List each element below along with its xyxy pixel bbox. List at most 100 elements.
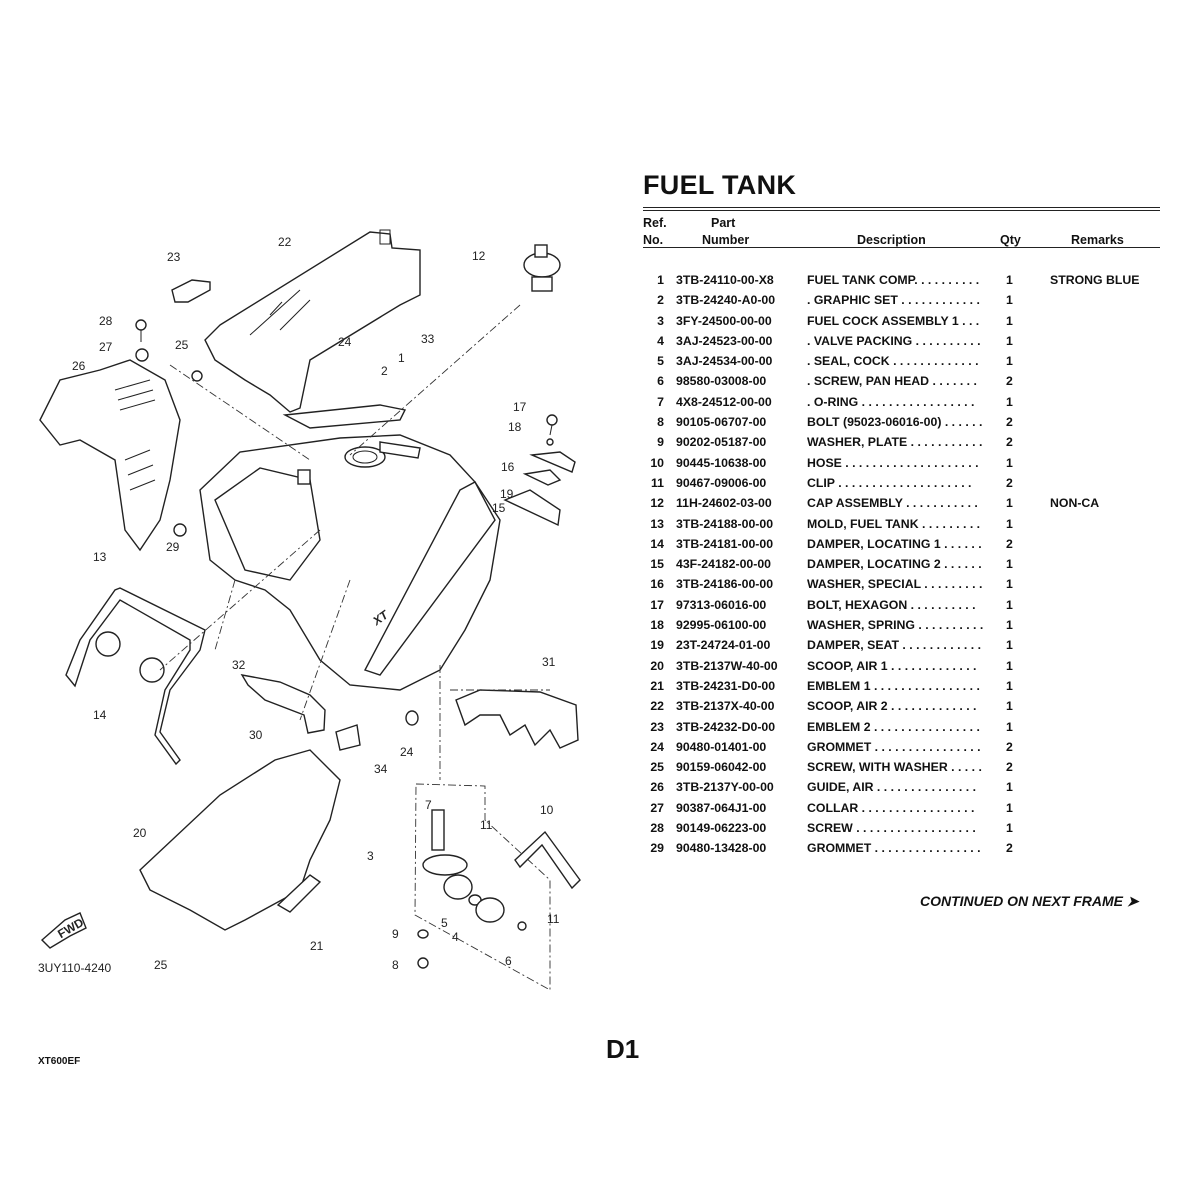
part-number-cell: 92995-06100-00: [676, 618, 767, 633]
qty-cell: 2: [1006, 760, 1013, 775]
emblem-2-part: [171, 279, 211, 303]
svg-text:30: 30: [249, 728, 263, 742]
qty-cell: 1: [1006, 780, 1013, 795]
part-number-cell: 90159-06042-00: [676, 760, 767, 775]
tank-mold-part: [65, 587, 206, 766]
hose-part: [514, 830, 581, 890]
part-number-cell: 3TB-24232-D0-00: [676, 719, 776, 734]
qty-cell: 1: [1006, 354, 1013, 369]
emblem-1-part: [276, 874, 322, 913]
grommet-part: [173, 523, 187, 537]
qty-cell: 1: [1006, 313, 1013, 328]
ref-cell: 23: [650, 719, 664, 734]
fuel-cap-part: [523, 244, 561, 292]
part-number-cell: 43F-24182-00-00: [676, 557, 772, 572]
part-number-cell: 90387-064J1-00: [676, 800, 767, 815]
ref-cell: 14: [650, 536, 664, 551]
description-cell: BOLT (95023-06016-00) . . . . . .: [807, 415, 983, 430]
part-number-cell: 3TB-24188-00-00: [676, 516, 774, 531]
svg-text:17: 17: [513, 400, 527, 414]
air-scoop-1-part: [139, 749, 341, 931]
qty-cell: 1: [1006, 638, 1013, 653]
svg-text:13: 13: [93, 550, 107, 564]
description-cell: SCOOP, AIR 1 . . . . . . . . . . . . .: [807, 658, 977, 673]
qty-cell: 2: [1006, 374, 1013, 389]
cover-part: [455, 689, 579, 749]
header-rule: [643, 247, 1160, 248]
part-number-cell: 11H-24602-03-00: [676, 496, 772, 511]
remarks-cell: STRONG BLUE: [1050, 273, 1140, 287]
part-number-cell: 3TB-24110-00-X8: [676, 273, 774, 287]
fuel-tank-part: XT: [199, 434, 501, 691]
description-cell: MOLD, FUEL TANK . . . . . . . . .: [807, 516, 981, 531]
description-cell: HOSE . . . . . . . . . . . . . . . . . .…: [807, 455, 979, 470]
qty-cell: 2: [1006, 739, 1013, 754]
part-number-cell: 3AJ-24523-00-00: [676, 333, 773, 348]
part-number-cell: 23T-24724-01-00: [676, 638, 771, 653]
qty-cell: 2: [1006, 475, 1013, 490]
svg-text:27: 27: [99, 340, 113, 354]
model-code: XT600EF: [38, 1056, 81, 1067]
svg-text:26: 26: [72, 359, 86, 373]
qty-cell: 1: [1006, 516, 1013, 531]
svg-text:20: 20: [133, 826, 147, 840]
ref-cell: 11: [651, 475, 664, 490]
header-qty: Qty: [1000, 233, 1021, 247]
part-number-cell: 3TB-24240-A0-00: [676, 293, 776, 308]
part-number-cell: 3AJ-24534-00-00: [676, 354, 773, 369]
part-number-cell: 97313-06016-00: [676, 597, 767, 612]
svg-text:21: 21: [310, 939, 324, 953]
qty-cell: 1: [1006, 678, 1013, 693]
ref-cell: 10: [650, 455, 664, 470]
svg-text:24: 24: [338, 335, 352, 349]
description-cell: CAP ASSEMBLY . . . . . . . . . . .: [807, 496, 978, 511]
page-id: D1: [606, 1034, 640, 1064]
svg-text:3: 3: [367, 849, 374, 863]
header-ref-line1: Ref.: [643, 216, 667, 230]
qty-cell: 1: [1006, 800, 1013, 815]
svg-text:4: 4: [452, 930, 459, 944]
svg-text:25: 25: [175, 338, 189, 352]
ref-cell: 9: [657, 435, 664, 450]
description-cell: . GRAPHIC SET . . . . . . . . . . . .: [807, 293, 980, 308]
qty-cell: 1: [1006, 658, 1013, 673]
description-cell: DAMPER, LOCATING 1 . . . . . .: [807, 536, 982, 551]
description-cell: . SCREW, PAN HEAD . . . . . . .: [807, 374, 977, 389]
pad-part: [335, 724, 361, 751]
svg-text:14: 14: [93, 708, 107, 722]
ref-cell: 17: [650, 597, 664, 612]
header-description: Description: [857, 233, 926, 247]
qty-cell: 1: [1006, 719, 1013, 734]
ref-cell: 18: [650, 618, 664, 633]
svg-text:1: 1: [398, 351, 405, 365]
ref-cell: 13: [650, 516, 664, 531]
description-cell: DAMPER, LOCATING 2 . . . . . .: [807, 557, 982, 572]
ref-cell: 12: [650, 496, 664, 511]
part-number-cell: 90480-01401-00: [676, 739, 767, 754]
part-number-cell: 90202-05187-00: [676, 435, 767, 450]
description-cell: GUIDE, AIR . . . . . . . . . . . . . . .: [807, 780, 976, 795]
table-row: 12 11H-24602-03-00 CAP ASSEMBLY . . . . . …: [640, 493, 1160, 513]
svg-text:32: 32: [232, 658, 246, 672]
fuel-cock-part: [417, 809, 527, 969]
locating-damper-part: [95, 631, 165, 683]
svg-text:2: 2: [381, 364, 388, 378]
ref-cell: 1: [657, 273, 664, 287]
description-cell: SCREW . . . . . . . . . . . . . . . . . …: [807, 821, 976, 836]
description-cell: GROMMET . . . . . . . . . . . . . . . .: [807, 739, 981, 754]
ref-cell: 21: [650, 678, 664, 693]
svg-text:25: 25: [154, 958, 168, 972]
